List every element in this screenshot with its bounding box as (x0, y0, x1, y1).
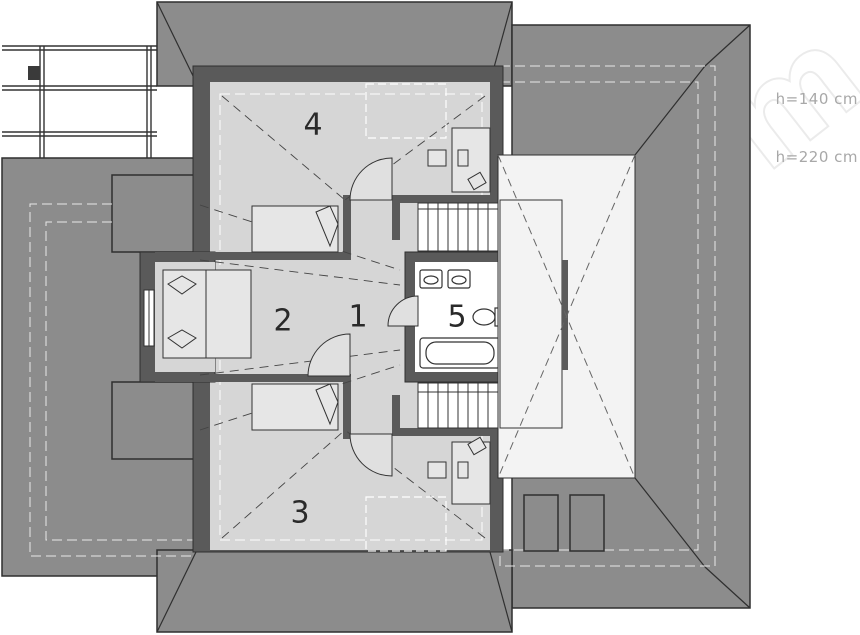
railing-post (28, 66, 40, 80)
beds (162, 205, 339, 431)
legend-h220: h=220 cm (776, 148, 858, 166)
partition-walls (343, 195, 492, 439)
room-label-3: 3 (290, 496, 309, 531)
room-label-5: 5 (447, 300, 466, 335)
room-label-4: 4 (303, 108, 322, 143)
stairs-lower (417, 382, 499, 429)
bathroom-sinks (419, 269, 471, 289)
room-2-walls (155, 252, 350, 382)
bathtub (419, 337, 501, 369)
room-label-1: 1 (348, 300, 367, 335)
legend-h140: h=140 cm (776, 90, 858, 108)
door-swings (307, 157, 419, 477)
stair-void (497, 154, 636, 479)
desks (365, 83, 447, 552)
stairs-upper (417, 202, 499, 252)
skylights (523, 494, 605, 552)
wardrobes (427, 127, 491, 505)
room-label-2: 2 (273, 304, 292, 339)
balcony-railing (2, 45, 157, 158)
